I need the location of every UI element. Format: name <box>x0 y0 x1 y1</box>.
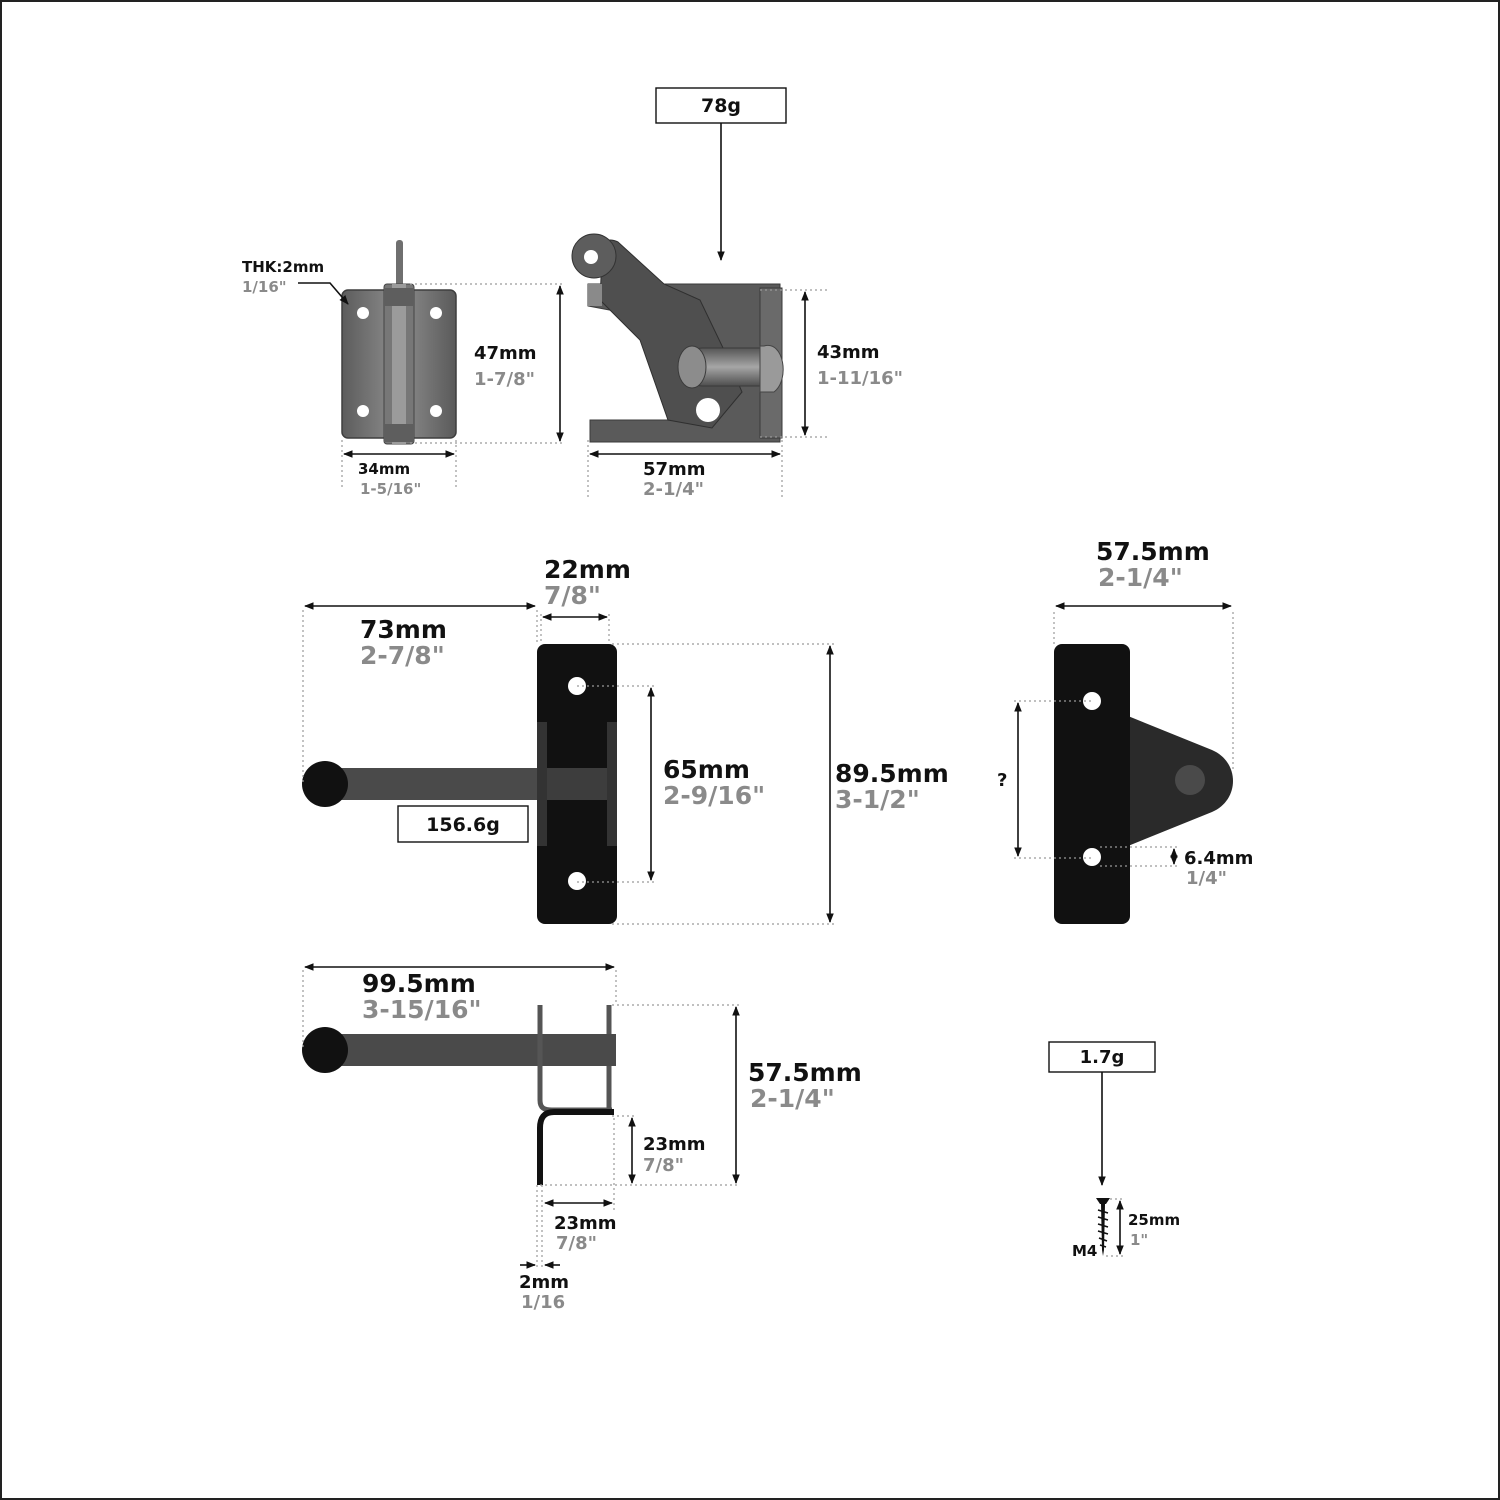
latch-weight-label: 78g <box>701 95 741 117</box>
plate-width-in: 7/8" <box>544 581 601 610</box>
latch-width-in: 2-1/4" <box>643 479 704 500</box>
hinge-thickness-in: 1/16" <box>242 278 287 296</box>
wall-thickness-mm: 2mm <box>519 1272 569 1293</box>
inner-width-in: 7/8" <box>556 1233 597 1254</box>
top-height-in: 2-1/4" <box>750 1084 835 1113</box>
latch-height-in: 1-11/16" <box>817 368 903 389</box>
screw-weight-label: 1.7g <box>1080 1047 1125 1068</box>
inner-width-mm: 23mm <box>554 1213 617 1234</box>
wall-thickness-in: 1/16 <box>521 1292 565 1313</box>
plate-height-in: 3-1/2" <box>835 785 920 814</box>
screw-weight-box <box>1048 1041 1156 1073</box>
thickness-leader <box>298 282 349 305</box>
hinge-thickness-mm: THK:2mm <box>242 258 324 276</box>
top-height-mm: 57.5mm <box>748 1058 862 1087</box>
screw-part <box>1096 1198 1110 1256</box>
lever-front-part <box>302 644 617 924</box>
hinge-height-mm: 47mm <box>474 343 537 364</box>
hinge-width-mm: 34mm <box>358 460 410 478</box>
latch-weight-box <box>655 87 787 124</box>
edge-distance-mm: 6.4mm <box>1184 848 1253 869</box>
lever-top-part <box>302 1005 616 1185</box>
side-plate-width-mm: 57.5mm <box>1096 537 1210 566</box>
hole-spacing-mm: 65mm <box>663 755 750 784</box>
top-length-mm: 99.5mm <box>362 969 476 998</box>
latch-height-mm: 43mm <box>817 342 880 363</box>
hinge-height-in: 1-7/8" <box>474 369 535 390</box>
hinge-width-in: 1-5/16" <box>360 480 421 498</box>
top-length-in: 3-15/16" <box>362 995 482 1024</box>
screw-size-label: M4 <box>1072 1242 1097 1260</box>
lever-weight-box <box>397 805 529 843</box>
plate-height-mm: 89.5mm <box>835 759 949 788</box>
screw-length-mm: 25mm <box>1128 1211 1180 1229</box>
hole-spacing-in: 2-9/16" <box>663 781 765 810</box>
side-plate-part <box>1054 644 1233 924</box>
screw-length-in: 1" <box>1130 1231 1148 1249</box>
latch-part <box>571 233 784 443</box>
plate-width-mm: 22mm <box>544 555 631 584</box>
inner-height-mm: 23mm <box>643 1134 706 1155</box>
side-plate-width-in: 2-1/4" <box>1098 563 1183 592</box>
lever-weight-label: 156.6g <box>426 814 500 836</box>
latch-width-mm: 57mm <box>643 459 706 480</box>
lever-arm-mm: 73mm <box>360 615 447 644</box>
lever-arm-in: 2-7/8" <box>360 641 445 670</box>
hinge-part <box>341 240 457 445</box>
inner-height-in: 7/8" <box>643 1155 684 1176</box>
side-hole-spacing-unknown: ? <box>997 770 1007 791</box>
edge-distance-in: 1/4" <box>1186 868 1227 889</box>
